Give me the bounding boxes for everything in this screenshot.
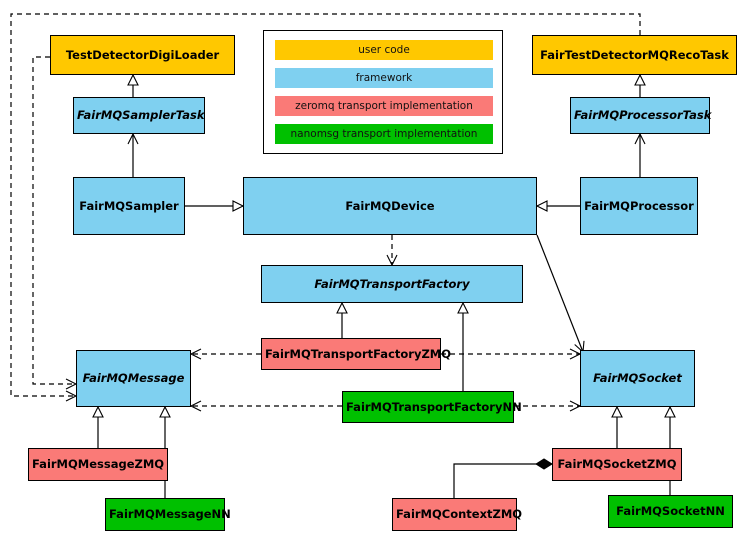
class-box-FairMQProcessorTask[interactable]: FairMQProcessorTask xyxy=(570,97,712,134)
class-box-FairMQSampler[interactable]: FairMQSampler xyxy=(73,177,185,235)
class-box-FairMQContextZMQ[interactable]: FairMQContextZMQ xyxy=(392,498,523,531)
legend-item-nanomsg: nanomsg transport implementation xyxy=(275,124,493,144)
class-name-label: FairMQSocketNN xyxy=(616,504,725,519)
class-box-FairMQSocketZMQ[interactable]: FairMQSocketZMQ xyxy=(552,448,682,481)
edge-device-to-socket xyxy=(536,234,585,354)
class-box-FairTestDetectorMQRecoTask[interactable]: FairTestDetectorMQRecoTask xyxy=(532,35,737,75)
class-name-label: FairMQTransportFactoryNN xyxy=(346,399,522,414)
class-box-FairMQMessageNN[interactable]: FairMQMessageNN xyxy=(105,498,231,531)
class-name-label: FairMQSocket xyxy=(593,371,682,386)
edge-digiloader-to-message xyxy=(32,56,78,390)
legend-item-user_code: user code xyxy=(275,40,493,60)
legend-panel: user code framework zeromq transport imple… xyxy=(263,30,503,154)
class-box-FairMQSamplerTask[interactable]: FairMQSamplerTask xyxy=(73,97,205,134)
class-box-FairMQTransportFactory[interactable]: FairMQTransportFactory xyxy=(261,265,523,303)
class-name-label: FairMQDevice xyxy=(345,198,435,213)
legend-item-zeromq: zeromq transport implementation xyxy=(275,96,493,116)
class-name-label: FairMQProcessorTask xyxy=(574,108,712,123)
class-name-label: TestDetectorDigiLoader xyxy=(65,47,220,62)
class-name-label: FairMQProcessor xyxy=(584,198,694,213)
class-name-label: FairMQSamplerTask xyxy=(77,108,205,123)
class-name-label: FairMQTransportFactory xyxy=(314,276,470,291)
class-name-label: FairMQMessageZMQ xyxy=(32,457,165,472)
class-name-label: FairTestDetectorMQRecoTask xyxy=(540,47,729,62)
class-name-label: FairMQMessage xyxy=(82,371,185,386)
class-box-FairMQSocket[interactable]: FairMQSocket xyxy=(580,350,695,407)
edge-contextzmq-to-socketzmq xyxy=(453,458,553,498)
class-box-TestDetectorDigiLoader[interactable]: TestDetectorDigiLoader xyxy=(50,35,235,75)
class-box-FairMQMessage[interactable]: FairMQMessage xyxy=(76,350,191,407)
class-box-FairMQSocketNN[interactable]: FairMQSocketNN xyxy=(608,495,733,528)
class-name-label: FairMQSocketZMQ xyxy=(557,457,677,472)
class-name-label: FairMQSampler xyxy=(79,198,179,213)
class-box-FairMQProcessor[interactable]: FairMQProcessor xyxy=(580,177,698,235)
class-box-FairMQMessageZMQ[interactable]: FairMQMessageZMQ xyxy=(28,448,168,481)
class-box-FairMQTransportFactoryZMQ[interactable]: FairMQTransportFactoryZMQ xyxy=(261,338,452,370)
legend-item-framework: framework xyxy=(275,68,493,88)
class-box-FairMQTransportFactoryNN[interactable]: FairMQTransportFactoryNN xyxy=(342,391,522,423)
class-name-label: FairMQTransportFactoryZMQ xyxy=(265,346,452,361)
class-name-label: FairMQMessageNN xyxy=(109,507,231,522)
class-box-FairMQDevice[interactable]: FairMQDevice xyxy=(243,177,537,235)
class-name-label: FairMQContextZMQ xyxy=(396,507,523,522)
